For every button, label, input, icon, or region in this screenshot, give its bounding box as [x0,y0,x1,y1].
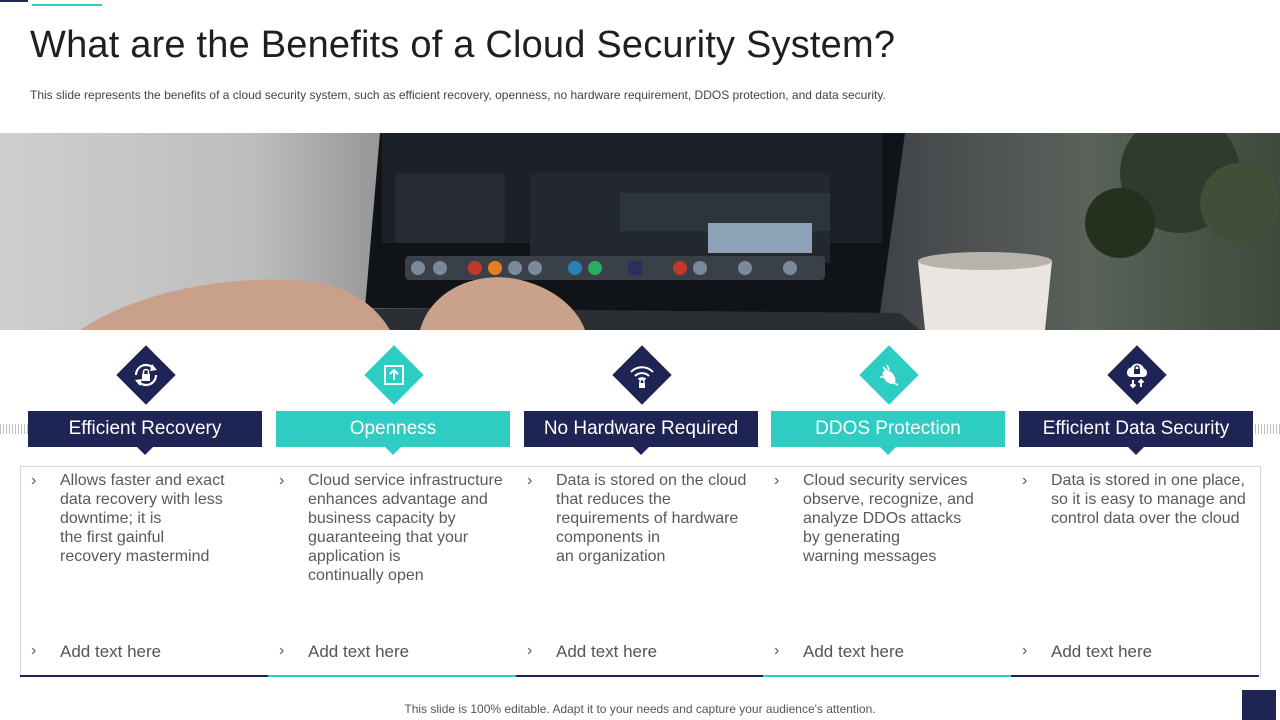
benefit-card-data-security: Efficient Data Security › Data is stored… [1011,345,1259,677]
card-description: › Data is stored in one place, so it is … [1022,471,1249,528]
chevron-right-icon: › [1022,642,1028,659]
card-description-text: Allows faster and exact data recovery wi… [60,472,225,565]
add-text-placeholder[interactable]: Add text here [803,642,905,661]
benefit-card-efficient-recovery: Efficient Recovery › Allows faster and e… [20,345,268,677]
hero-photo [0,133,1280,330]
diamond-badge [612,345,672,405]
card-bottom-line [516,675,764,677]
card-bottom-line [20,675,268,677]
card-label-bar: Openness [276,411,510,455]
card-bottom-line [763,675,1011,677]
top-teal-accent [32,4,102,6]
card-description: › Data is stored on the cloud that reduc… [527,471,754,565]
page-subtitle: This slide represents the benefits of a … [30,88,886,102]
card-label: Efficient Data Security [1042,418,1230,439]
card-label-bar: Efficient Recovery [28,411,262,455]
card-bottom-line [1011,675,1259,677]
chevron-right-icon: › [1022,472,1028,489]
card-label: Openness [349,418,437,439]
wifi-lock-icon [612,345,672,405]
chevron-right-icon: › [527,642,533,659]
card-description: › Cloud security services observe, recog… [774,471,1001,565]
card-label-bar: No Hardware Required [524,411,758,455]
laptop-illustration [80,133,1280,330]
chevron-right-icon: › [31,642,37,659]
diamond-badge [116,345,176,405]
upload-box-icon [364,345,424,405]
bug-icon [859,345,919,405]
card-label-bar: DDOS Protection [771,411,1005,455]
top-dark-accent [0,0,28,2]
lock-refresh-icon [116,345,176,405]
card-label-bar: Efficient Data Security [1019,411,1253,455]
add-text-placeholder[interactable]: Add text here [60,642,162,661]
diamond-badge [1107,345,1167,405]
page-title: What are the Benefits of a Cloud Securit… [30,24,896,66]
card-label: No Hardware Required [543,418,739,439]
corner-decoration [1242,690,1276,720]
benefit-card-openness: Openness › Cloud service infrastructure … [268,345,516,677]
diamond-badge [859,345,919,405]
card-label: DDOS Protection [815,418,961,439]
footer-note: This slide is 100% editable. Adapt it to… [404,702,876,716]
cards-panel-border [20,466,1261,677]
card-bottom-line [268,675,516,677]
chevron-right-icon: › [527,472,533,489]
chevron-right-icon: › [279,642,285,659]
benefit-card-ddos-protection: DDOS Protection › Cloud security service… [763,345,1011,677]
chevron-right-icon: › [774,472,780,489]
chevron-right-icon: › [279,472,285,489]
add-text-placeholder[interactable]: Add text here [1051,642,1153,661]
left-dots-decoration [0,424,28,434]
card-label: Efficient Recovery [68,418,222,439]
card-description-text: Cloud security services observe, recogni… [803,472,974,565]
add-text-placeholder[interactable]: Add text here [556,642,658,661]
card-description-text: Data is stored on the cloud that reduces… [556,472,747,565]
chevron-right-icon: › [31,472,37,489]
diamond-badge [364,345,424,405]
card-description: › Cloud service infrastructure enhances … [279,471,506,584]
right-dots-decoration [1252,424,1280,434]
card-description: › Allows faster and exact data recovery … [31,471,258,565]
card-description-text: Data is stored in one place, so it is ea… [1051,472,1246,527]
chevron-right-icon: › [774,642,780,659]
cloud-lock-icon [1107,345,1167,405]
add-text-placeholder[interactable]: Add text here [308,642,410,661]
benefit-card-no-hardware: No Hardware Required › Data is stored on… [516,345,764,677]
card-description-text: Cloud service infrastructure enhances ad… [308,472,503,584]
